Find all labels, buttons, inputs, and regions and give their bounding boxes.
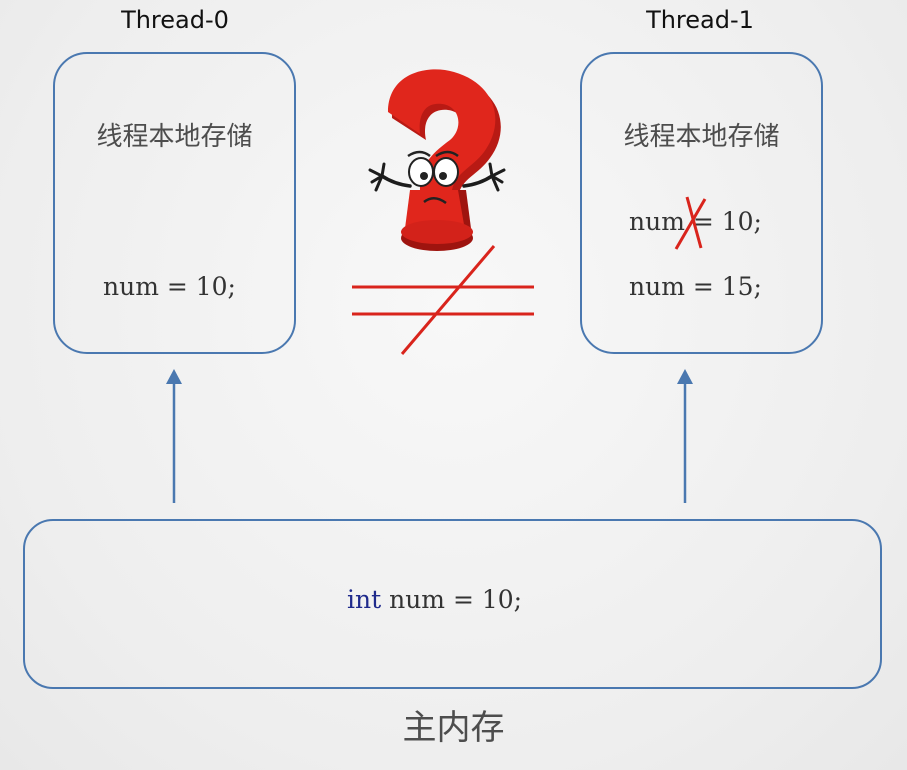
main-memory-box: int num = 10; [23, 519, 882, 689]
main-memory-code-rest: num = 10; [381, 585, 523, 614]
arrow-to-thread-0 [166, 369, 182, 503]
thread-0-storage-label: 线程本地存储 [96, 122, 253, 152]
thread-1-storage-label: 线程本地存储 [623, 122, 780, 152]
int-keyword: int [347, 585, 382, 614]
arrow-to-thread-1 [677, 369, 693, 503]
strikethrough-mark [674, 196, 707, 250]
thread-0-title: Thread-0 [121, 6, 229, 34]
not-equal-icon [352, 245, 534, 355]
thread-0-num-line: num = 10; [103, 272, 236, 301]
confused-question-mark-icon [368, 69, 506, 251]
thread-1-old-num-line: num = 10; [629, 207, 762, 236]
thread-1-new-num-line: num = 15; [629, 272, 762, 301]
main-memory-code: int num = 10; [347, 585, 522, 614]
main-memory-label: 主内存 [402, 708, 505, 748]
thread-1-local-storage-box: 线程本地存储 num = 10; num = 15; [580, 52, 823, 354]
thread-0-local-storage-box: 线程本地存储 num = 10; [53, 52, 296, 354]
thread-1-title: Thread-1 [646, 6, 754, 34]
